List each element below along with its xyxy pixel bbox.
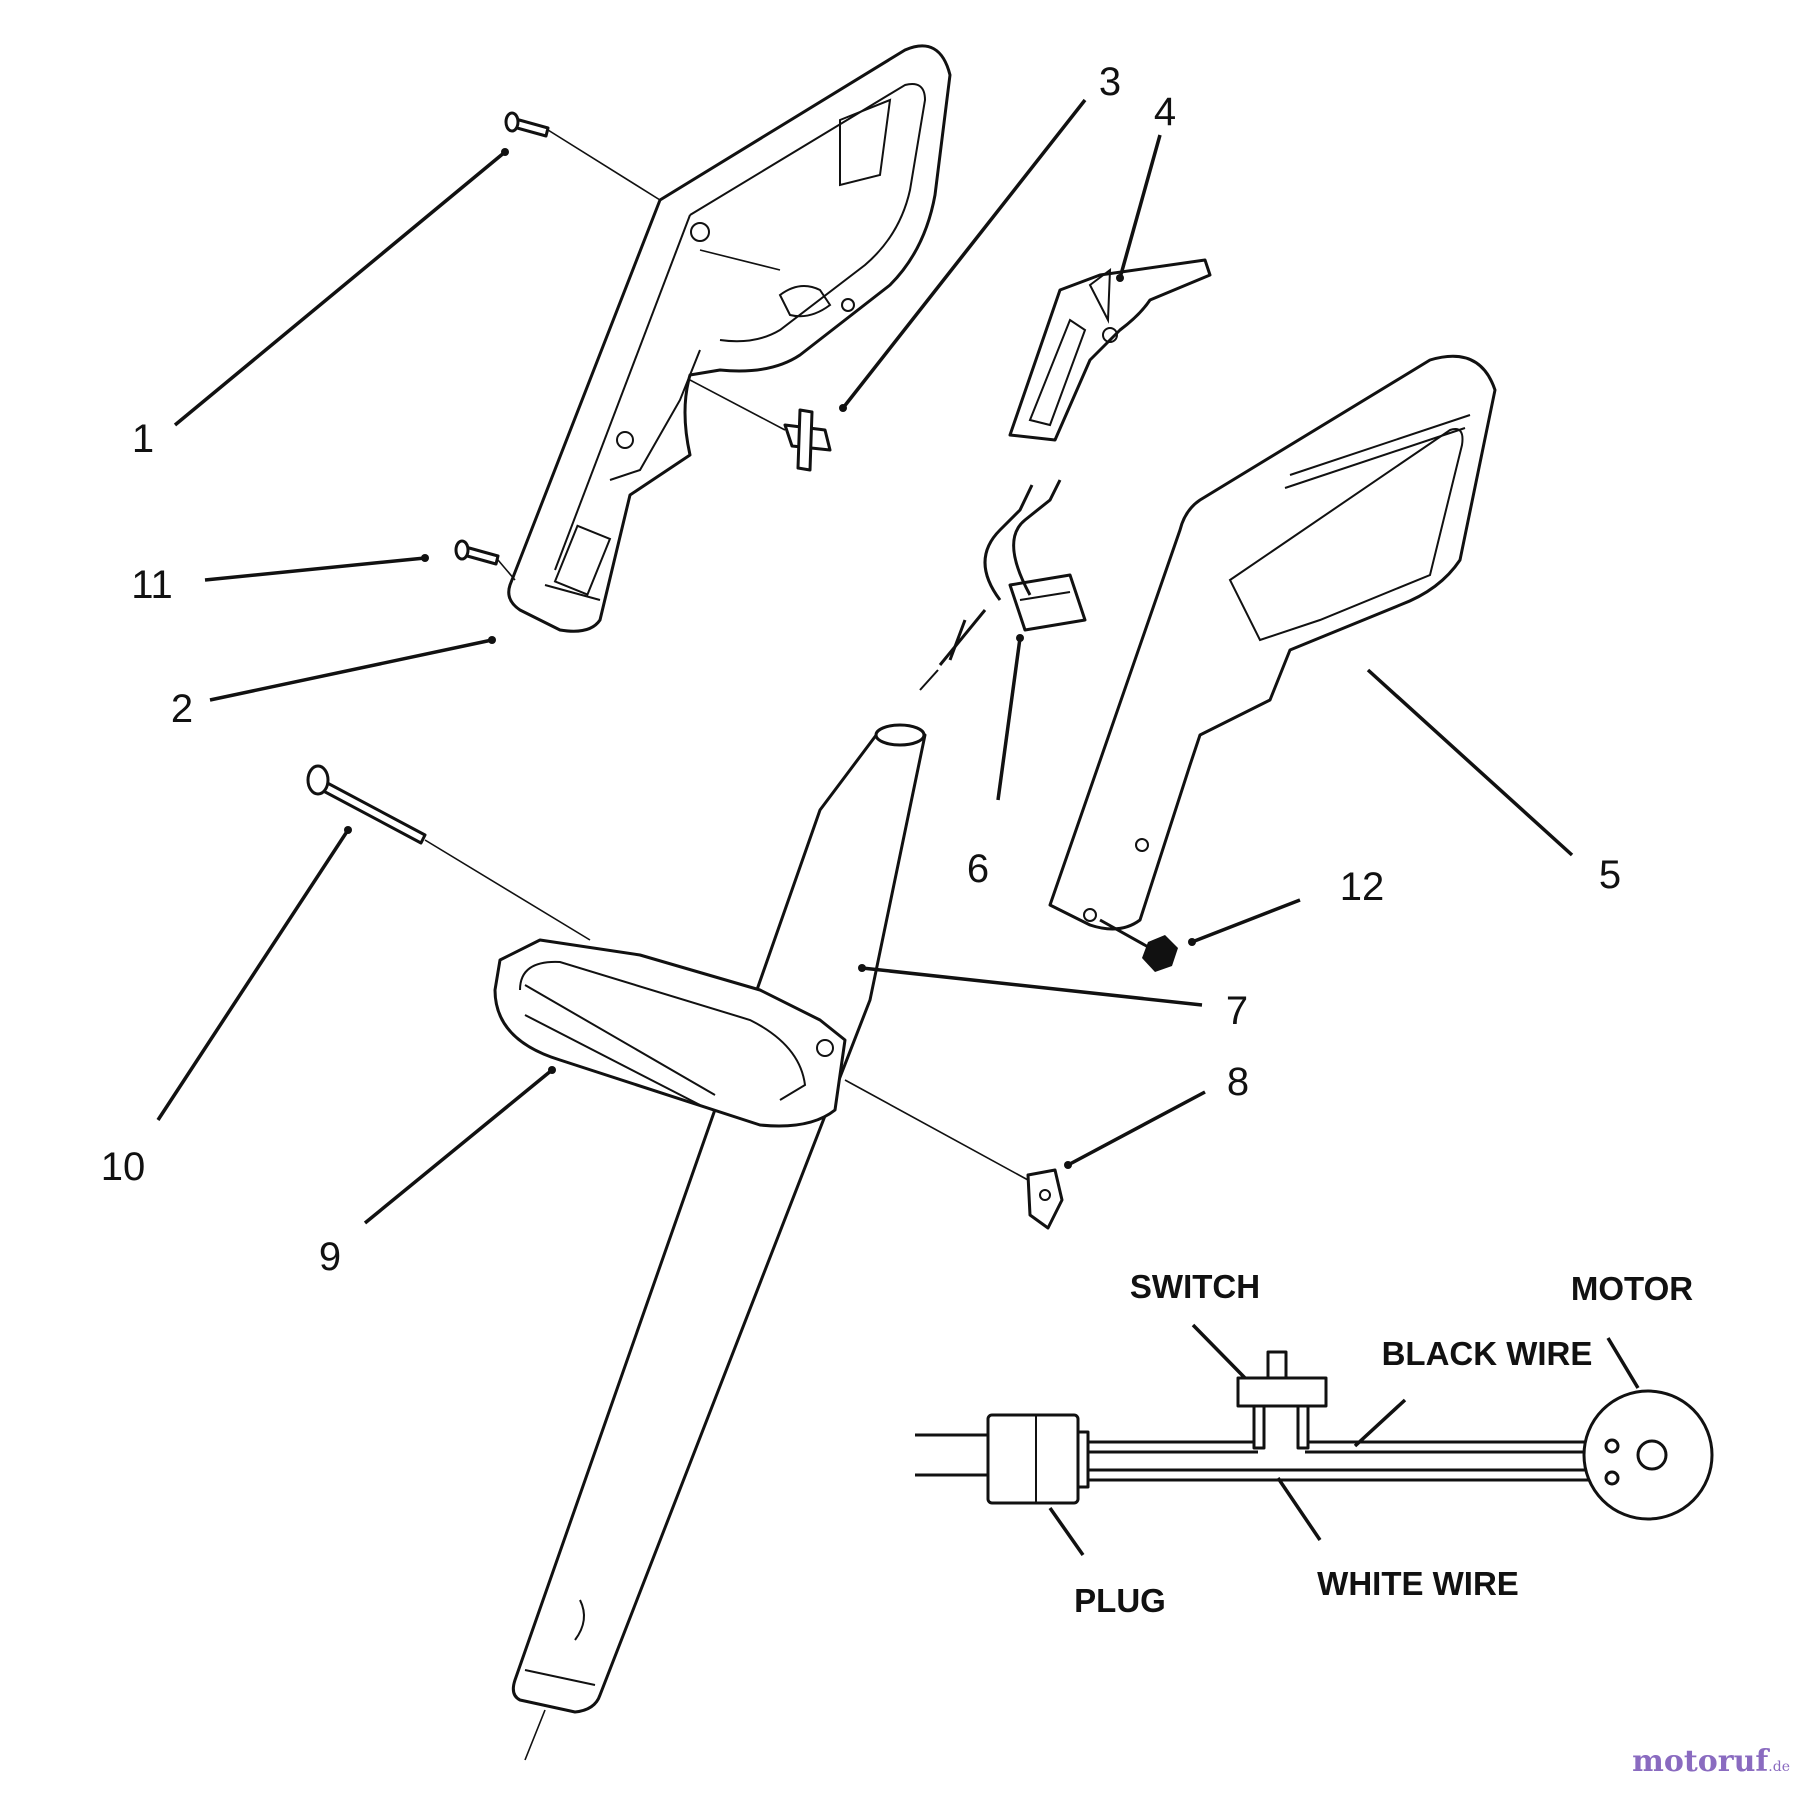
callout-2: 2 <box>171 687 193 731</box>
part-handle-housing-right <box>1048 354 1497 931</box>
part-screw-11 <box>454 539 500 566</box>
switch-symbol <box>1236 1350 1328 1450</box>
label-white-wire: WHITE WIRE <box>1317 1565 1519 1602</box>
motor-symbol <box>1582 1389 1714 1521</box>
callout-1: 1 <box>132 417 154 461</box>
part-switch-6 <box>919 479 1087 691</box>
callout-11: 11 <box>131 563 173 607</box>
callout-10: 10 <box>101 1145 146 1189</box>
callout-5: 5 <box>1599 853 1621 897</box>
part-screw-1 <box>504 111 550 138</box>
part-handle-housing-left <box>507 44 952 633</box>
callout-4: 4 <box>1154 90 1176 134</box>
label-plug: PLUG <box>1074 1582 1166 1619</box>
label-motor: MOTOR <box>1571 1270 1693 1307</box>
label-black-wire: BLACK WIRE <box>1382 1335 1593 1372</box>
callout-9: 9 <box>319 1235 341 1279</box>
wiring-schematic: SWITCH MOTOR BLACK WIRE WHITE WIRE PLUG <box>915 1268 1714 1619</box>
part-clip-8 <box>1026 1168 1064 1230</box>
part-shaft-7 <box>511 723 927 1761</box>
part-nut-12 <box>1099 918 1178 972</box>
watermark-logo: motoruf.de <box>1632 1744 1790 1779</box>
callout-6: 6 <box>967 847 989 891</box>
callout-3: 3 <box>1099 60 1121 104</box>
callout-numbers: 1 2 3 4 5 6 7 8 9 10 11 12 <box>101 60 1621 1279</box>
callout-8: 8 <box>1227 1060 1249 1104</box>
part-trigger-4 <box>1008 258 1212 442</box>
callout-12: 12 <box>1340 865 1385 909</box>
callout-7: 7 <box>1226 989 1248 1033</box>
leader-lines <box>156 98 1574 1225</box>
part-aux-handle-9 <box>493 938 847 1128</box>
label-switch: SWITCH <box>1130 1268 1260 1305</box>
plug-symbol <box>986 1413 1090 1505</box>
assembly-lines <box>424 129 1029 1181</box>
part-bolt-10 <box>306 764 427 845</box>
part-clip-3 <box>783 408 832 472</box>
